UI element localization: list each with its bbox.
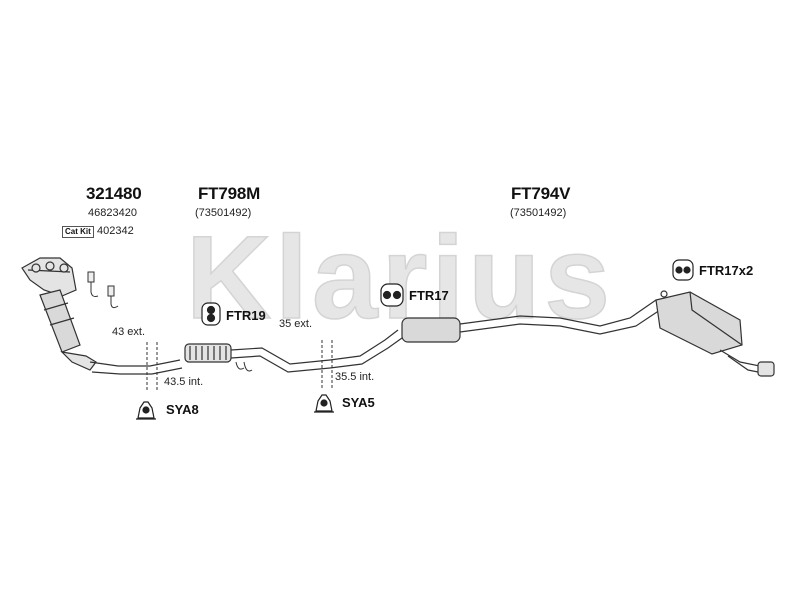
ftr17-icon [380, 283, 404, 307]
front-pipe [89, 343, 331, 375]
cat-kit-number: 402342 [97, 225, 134, 237]
exhaust-manifold [21, 257, 77, 297]
sya8-icon [136, 401, 156, 420]
rear-section-oem-number: (73501492) [510, 207, 567, 219]
cat-kit-tag: Cat Kit [62, 226, 94, 238]
measurement-label: 43 ext. [112, 326, 146, 338]
catalytic-oem-number: 46823420 [88, 207, 137, 219]
watermark-logo: Klarius [186, 212, 614, 344]
rear-silencer [655, 290, 775, 377]
measurement-label: 35.5 int. [335, 371, 375, 383]
middle-pipe [329, 299, 661, 369]
lambda-sensor [87, 271, 119, 309]
joint-marker [146, 340, 333, 392]
measurement-label: 35 ext. [279, 318, 313, 330]
fitting-label-sya5: SYA5 [342, 395, 375, 410]
front-pipe-code: FT798M [198, 184, 261, 203]
fitting-label-ftr19: FTR19 [226, 308, 266, 323]
catalytic-converter [39, 289, 97, 371]
fitting-label-ftr17: FTR17 [409, 288, 449, 303]
measurement-label: 43.5 int. [164, 376, 204, 388]
fitting-label-ftr17x2: FTR17x2 [699, 263, 754, 278]
fitting-label-sya8: SYA8 [166, 402, 199, 417]
ftr17x2-icon [672, 259, 694, 281]
catalytic-code: 321480 [86, 184, 142, 203]
ftr19-icon [201, 302, 221, 326]
front-pipe-oem-number: (73501492) [195, 207, 252, 219]
rear-section-code: FT794V [511, 184, 571, 203]
sya5-icon [314, 394, 334, 413]
